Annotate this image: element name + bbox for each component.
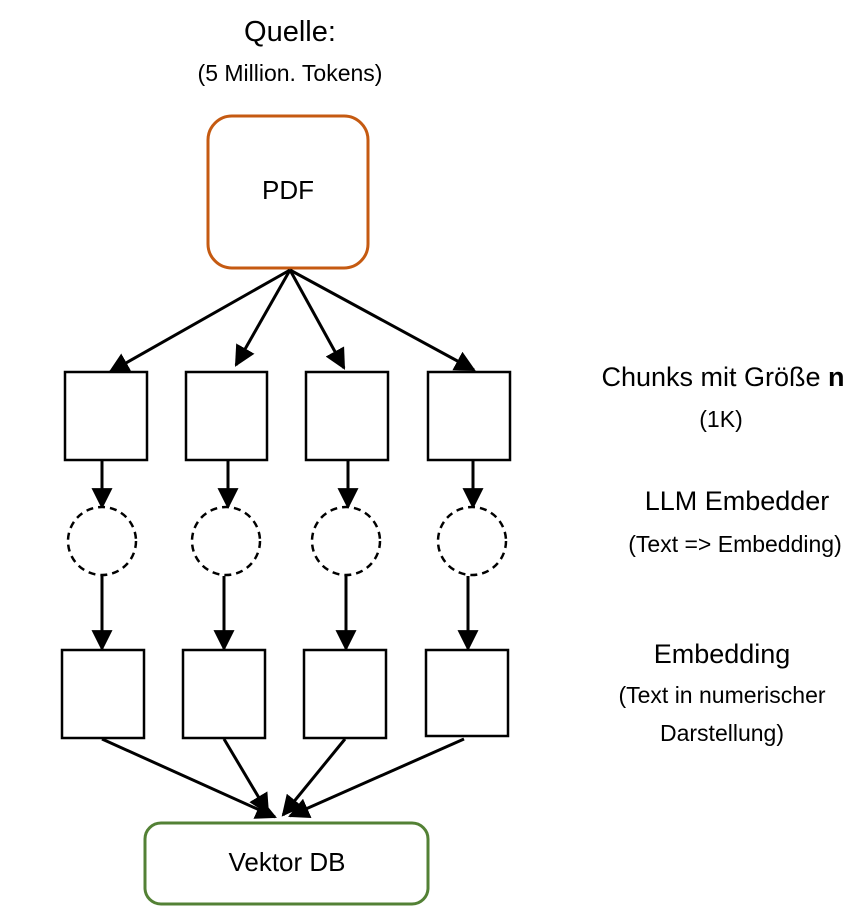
arrow-embedding-db-4 [288, 737, 465, 818]
embedding-box-4 [424, 648, 510, 738]
chunk-box-4 [426, 370, 512, 462]
arrow-pdf-chunk-1 [108, 268, 291, 374]
embedder-circle-4 [436, 505, 508, 577]
chunk-box-2 [184, 370, 269, 462]
embedder-label: LLM Embedder [644, 486, 830, 516]
embedding-boxes [60, 648, 510, 740]
embedder-to-embedding-arrows [91, 576, 479, 652]
pdf-node [206, 114, 370, 270]
chunks-label-n: n [828, 362, 845, 392]
embedding-box-3 [302, 648, 388, 740]
vektor-db-label: Vektor DB [228, 847, 346, 877]
embedding-box-2 [181, 648, 267, 740]
arrow-embedding-db-2 [222, 738, 270, 815]
arrow-embedding-db-1 [101, 737, 277, 819]
arrow-embedding-db-3 [281, 738, 347, 817]
chunk-to-embedder-arrows [91, 461, 484, 510]
pdf-label: PDF [262, 175, 314, 205]
embedding-to-db-arrows [101, 737, 465, 819]
embedding-sublabel-line1: (Text in numerischer [618, 682, 826, 708]
embedder-circle-1 [66, 505, 138, 577]
pdf-to-chunk-arrows [108, 268, 476, 374]
chunks-sublabel: (1K) [699, 406, 743, 432]
embedding-label: Embedding [653, 639, 791, 669]
embedder-circle-3 [310, 505, 382, 577]
chunks-label: Chunks mit Größe n [601, 364, 844, 391]
arrow-pdf-chunk-2 [234, 269, 292, 367]
embedder-sublabel: (Text => Embedding) [628, 531, 842, 557]
source-title: Quelle: [244, 16, 336, 48]
chunk-boxes [63, 370, 512, 462]
source-subtitle: (5 Million. Tokens) [197, 60, 383, 86]
embedding-sublabel-line2: Darstellung) [660, 720, 784, 746]
vektor-db-node [143, 821, 430, 906]
arrow-pdf-chunk-3 [288, 269, 346, 370]
chunk-box-3 [304, 370, 390, 462]
embedding-box-1 [60, 648, 146, 740]
embedder-circles [66, 505, 508, 577]
chunk-box-1 [63, 370, 149, 462]
arrow-pdf-chunk-4 [289, 268, 476, 372]
embedder-circle-2 [190, 505, 262, 577]
chunks-label-text: Chunks mit Größe [601, 362, 829, 392]
